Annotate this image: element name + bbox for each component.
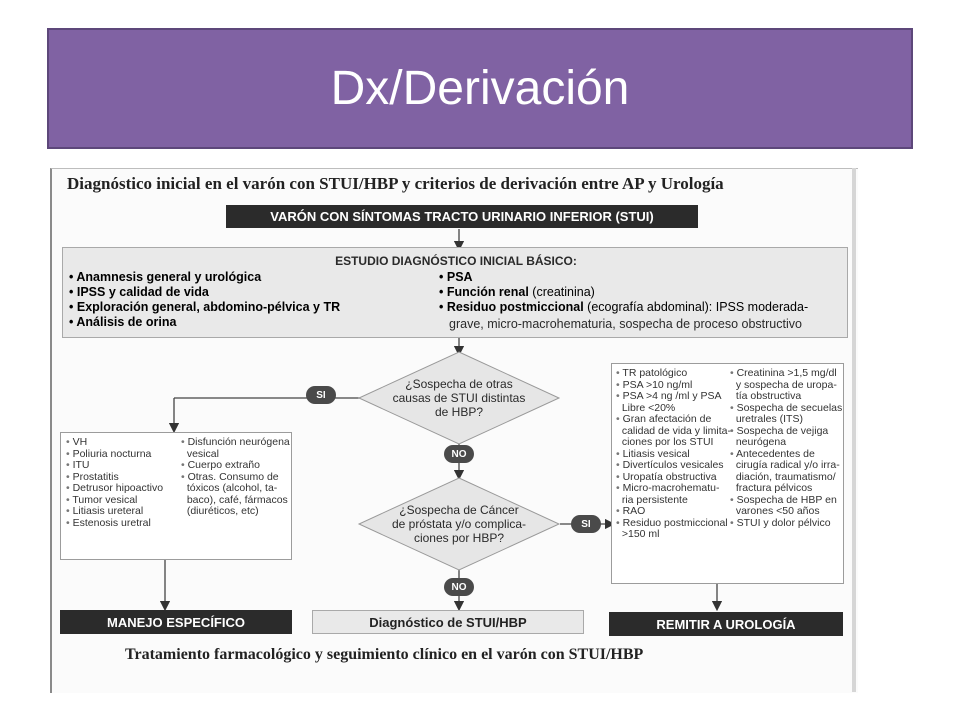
criterion-item: Sospecha de HBP en varones <50 años xyxy=(730,494,842,518)
criterion-item: Micro-macrohematu- ria persistente xyxy=(616,482,731,506)
scan-edge-shadow xyxy=(852,168,856,692)
study-item: Anamnesis general y urológica xyxy=(69,270,340,285)
cause-item: Disfunción neurógena vesical xyxy=(181,436,290,460)
cause-item: Detrusor hipoactivo xyxy=(66,482,163,495)
cause-item: ITU xyxy=(66,459,163,472)
cause-item: Otras. Consumo de tóxicos (alcohol, ta- … xyxy=(181,471,290,518)
cause-item: Prostatitis xyxy=(66,471,163,484)
criterion-item: Residuo postmiccional >150 ml xyxy=(616,517,731,541)
cause-item: Poliuria nocturna xyxy=(66,448,163,461)
decision2-diamond xyxy=(357,477,561,571)
decision2-line: de próstata y/o complica- xyxy=(391,517,527,531)
decision1-line: causas de STUI distintas xyxy=(392,391,526,405)
criterion-item: RAO xyxy=(616,505,731,518)
study-item: PSA xyxy=(439,270,808,285)
decision2-line: ¿Sospecha de Cáncer xyxy=(399,503,519,517)
outcome-remitir-urologia: REMITIR A UROLOGÍA xyxy=(609,612,843,636)
cause-item: Cuerpo extraño xyxy=(181,459,290,472)
referral-criteria-box: TR patológico PSA >10 ng/ml PSA >4 ng /m… xyxy=(611,363,844,584)
criterion-item: Gran afectación de calidad de vida y lim… xyxy=(616,413,731,449)
study-right-list: PSA Función renal (creatinina) Residuo p… xyxy=(439,270,808,315)
other-causes-col1: VH Poliuria nocturna ITU Prostatitis Det… xyxy=(66,436,163,530)
criterion-item: STUI y dolor pélvico xyxy=(730,517,842,530)
diagram-header: Diagnóstico inicial en el varón con STUI… xyxy=(67,174,724,193)
study-title: ESTUDIO DIAGNÓSTICO INICIAL BÁSICO: xyxy=(335,254,577,268)
outcome-diagnostico: Diagnóstico de STUI/HBP xyxy=(312,610,584,634)
initial-study-box: ESTUDIO DIAGNÓSTICO INICIAL BÁSICO: Anam… xyxy=(62,247,848,338)
criterion-item: PSA >4 ng /ml y PSA Libre <20% xyxy=(616,390,731,414)
study-item: IPSS y calidad de vida xyxy=(69,285,340,300)
criterion-item: Antecedentes de cirugía radical y/o irra… xyxy=(730,448,842,495)
outcome-remitir-label: REMITIR A UROLOGÍA xyxy=(656,616,796,632)
si-label-decision1: SI xyxy=(306,386,336,404)
outcome-manejo-especifico: MANEJO ESPECÍFICO xyxy=(60,610,292,634)
study-item-continuation: grave, micro-macrohematuria, sospecha de… xyxy=(449,317,802,331)
study-item: Función renal (creatinina) xyxy=(439,285,808,300)
cause-item: VH xyxy=(66,436,163,449)
criterion-item: PSA >10 ng/ml xyxy=(616,379,731,392)
no-label-decision2: NO xyxy=(444,578,474,596)
referral-criteria-col2: Creatinina >1,5 mg/dl y sospecha de urop… xyxy=(730,367,842,530)
no-label-decision1: NO xyxy=(444,445,474,463)
decision1-diamond xyxy=(357,351,561,445)
cause-item: Litiasis ureteral xyxy=(66,505,163,518)
diagram-footer: Tratamiento farmacológico y seguimiento … xyxy=(125,646,644,663)
criterion-item: Sospecha de secuelas uretrales (ITS) xyxy=(730,402,842,426)
top-bar: VARÓN CON SÍNTOMAS TRACTO URINARIO INFER… xyxy=(226,205,698,228)
study-item: Análisis de orina xyxy=(69,315,340,330)
other-causes-col2: Disfunción neurógena vesical Cuerpo extr… xyxy=(181,436,290,518)
study-item: Residuo postmiccional (ecografía abdomin… xyxy=(439,300,808,315)
decision1-question: ¿Sospecha de otras causas de STUI distin… xyxy=(379,377,539,419)
referral-criteria-col1: TR patológico PSA >10 ng/ml PSA >4 ng /m… xyxy=(616,367,731,541)
criterion-item: Sospecha de vejiga neurógena xyxy=(730,425,842,449)
study-item: Exploración general, abdomino-pélvica y … xyxy=(69,300,340,315)
slide-title: Dx/Derivación xyxy=(330,62,630,115)
criterion-item: TR patológico xyxy=(616,367,731,380)
other-causes-box: VH Poliuria nocturna ITU Prostatitis Det… xyxy=(60,432,292,560)
title-banner: Dx/Derivación xyxy=(47,28,913,149)
study-left-list: Anamnesis general y urológica IPSS y cal… xyxy=(69,270,340,330)
cause-item: Tumor vesical xyxy=(66,494,163,507)
criterion-item: Creatinina >1,5 mg/dl y sospecha de urop… xyxy=(730,367,842,403)
criterion-item: Uropatía obstructiva xyxy=(616,471,731,484)
outcome-manejo-label: MANEJO ESPECÍFICO xyxy=(107,614,245,630)
criterion-item: Litiasis vesical xyxy=(616,448,731,461)
criterion-item: Divertículos vesicales xyxy=(616,459,731,472)
decision1-line: ¿Sospecha de otras xyxy=(405,377,513,391)
decision1-line: de HBP? xyxy=(434,405,484,419)
cause-item: Estenosis uretral xyxy=(66,517,163,530)
decision2-question: ¿Sospecha de Cáncer de próstata y/o comp… xyxy=(379,503,539,545)
outcome-diagnostico-label: Diagnóstico de STUI/HBP xyxy=(369,614,527,630)
si-label-decision2: SI xyxy=(571,515,601,533)
decision2-line: ciones por HBP? xyxy=(413,531,505,545)
top-bar-label: VARÓN CON SÍNTOMAS TRACTO URINARIO INFER… xyxy=(270,209,654,224)
